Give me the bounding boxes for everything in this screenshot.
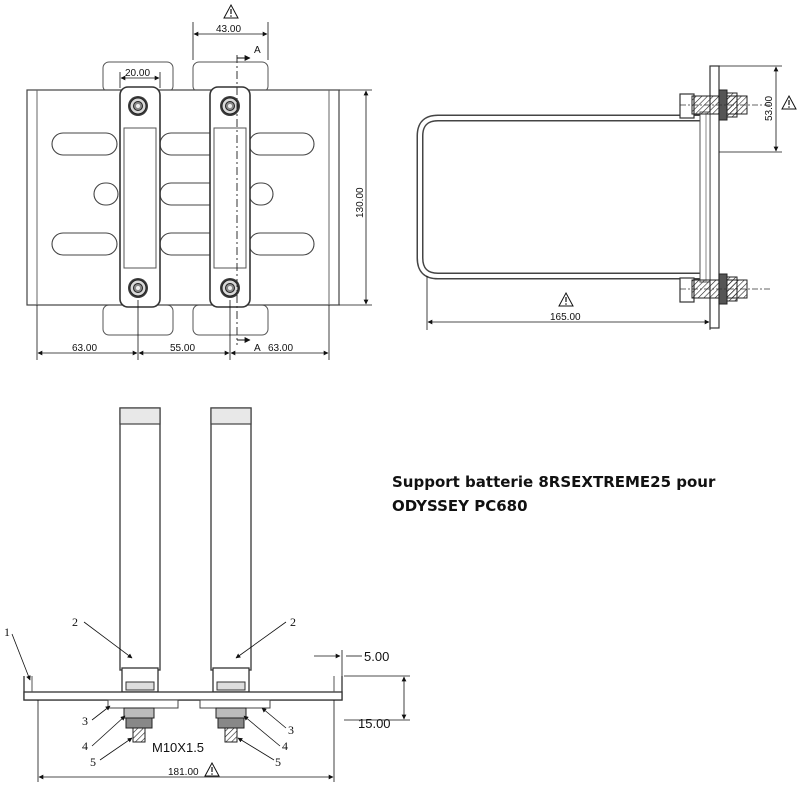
callout-1: 1 (4, 625, 10, 639)
nut-left (123, 707, 155, 743)
bolt-head-icon (127, 277, 149, 299)
callout-2-right: 2 (290, 615, 296, 629)
dim-right-offset: 63.00 (268, 343, 293, 354)
dim-bracket-height: 53.00 (764, 96, 775, 121)
callout-3-left: 3 (82, 714, 88, 728)
dim-bracket-width: 165.00 (550, 312, 581, 323)
bolt-head-icon (127, 95, 149, 117)
drawing-title: Support batterie 8RSEXTREME25 pour ODYSS… (392, 470, 715, 518)
section-label-bottom: A (254, 343, 261, 354)
warning-triangle-icon (204, 762, 220, 777)
front-view: 1 2 2 3 3 4 4 5 5 M10X1.5 5.00 15.00 1 (4, 407, 410, 782)
dim-flange-height: 15.00 (358, 716, 391, 731)
title-line-2: ODYSSEY PC680 (392, 497, 528, 515)
dim-top-width: 43.00 (216, 24, 241, 35)
dim-overall-width: 181.00 (168, 767, 199, 778)
callout-3-right: 3 (288, 723, 294, 737)
dim-bolt-spacing: 55.00 (170, 343, 195, 354)
warning-triangle-icon (781, 95, 797, 110)
callout-2-left: 2 (72, 615, 78, 629)
callout-4-left: 4 (82, 739, 88, 753)
callout-4-right: 4 (282, 739, 288, 753)
warning-triangle-icon (558, 292, 574, 307)
dim-left-offset: 63.00 (72, 343, 97, 354)
dim-plate-height: 130.00 (355, 187, 366, 218)
nut-right (215, 707, 247, 743)
warning-triangle-icon (223, 4, 239, 19)
dim-clamp-width: 20.00 (125, 68, 150, 79)
title-line-1: Support batterie 8RSEXTREME25 pour (392, 473, 716, 491)
callout-5-right: 5 (275, 755, 281, 769)
callout-5-left: 5 (90, 755, 96, 769)
section-label-top: A (254, 45, 261, 56)
side-view: 53.00 165.00 (416, 65, 797, 330)
top-view: A A 43.00 20.00 130.00 63.00 55.00 63.00 (26, 4, 372, 360)
dim-thickness: 5.00 (364, 649, 389, 664)
bolt-spec-label: M10X1.5 (152, 740, 204, 755)
